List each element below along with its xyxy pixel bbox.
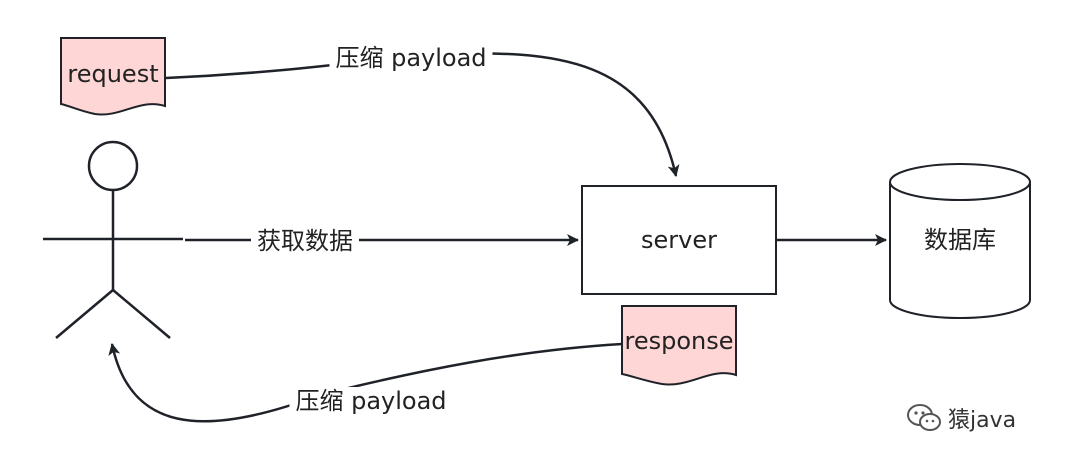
watermark-text: 猿java xyxy=(948,408,1017,433)
top-compress-label: 压缩 payload xyxy=(329,44,493,72)
database-cylinder xyxy=(889,163,1031,319)
server-label: server xyxy=(641,226,717,254)
response-label: response xyxy=(624,327,734,355)
database-label: 数据库 xyxy=(924,226,996,254)
request-document-shape xyxy=(60,37,166,116)
fetch-data-label: 获取数据 xyxy=(251,227,359,255)
server-box xyxy=(581,185,777,295)
watermark: 猿java xyxy=(906,402,1016,434)
request-label: request xyxy=(67,60,159,88)
bottom-compress-label: 压缩 payload xyxy=(289,387,453,415)
wechat-icon xyxy=(907,404,941,431)
response-document-shape xyxy=(621,305,737,386)
user-actor-icon xyxy=(43,140,183,339)
